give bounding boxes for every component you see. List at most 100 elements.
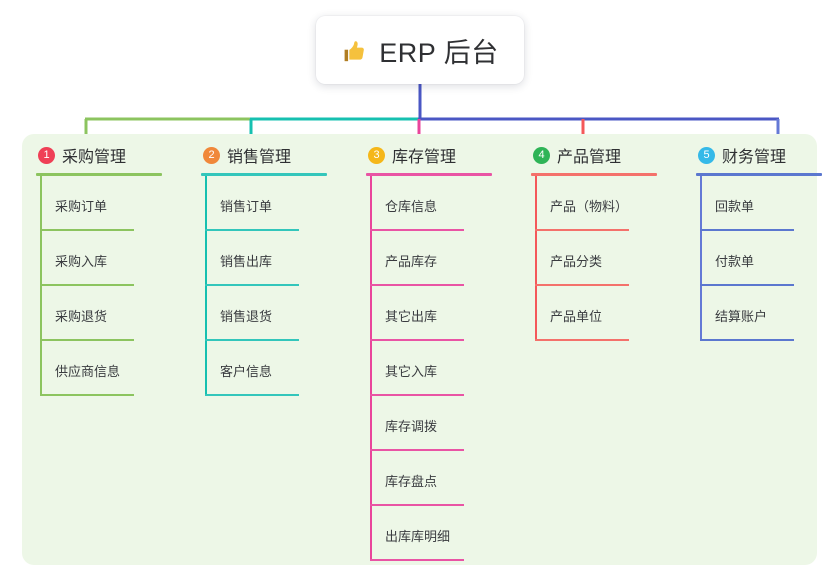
column-1: 1 采购管理采购订单采购入库采购退货供应商信息 [22,134,172,396]
column-spine-3 [370,176,372,561]
list-item-underline [40,229,134,231]
list-item-underline [205,339,299,341]
list-item-label: 付款单 [715,254,755,269]
column-spine-5 [700,176,702,341]
column-badge-5: 5 [698,146,715,164]
column-badge-2: 2 [203,146,220,164]
list-item-label: 库存盘点 [385,474,438,489]
list-item[interactable]: 销售退货 [187,286,337,341]
column-underline-1 [36,173,162,176]
list-item[interactable]: 客户信息 [187,341,337,396]
list-item-underline [535,229,629,231]
list-item-label: 供应商信息 [55,364,121,379]
column-4: 4 产品管理产品（物料） 产品分类产品单位 [517,134,667,341]
root-title: ERP 后台 [379,37,499,68]
list-item[interactable]: 采购订单 [22,176,172,231]
list-item-label: 销售退货 [220,309,273,324]
column-title-1: 采购管理 [62,149,127,166]
list-item-label: 销售出库 [220,254,273,269]
list-item-underline [535,284,629,286]
column-header-3[interactable]: 3 库存管理 [352,134,502,176]
list-item[interactable]: 产品单位 [517,286,667,341]
column-header-1[interactable]: 1 采购管理 [22,134,172,176]
list-item[interactable]: 供应商信息 [22,341,172,396]
column-items-1: 采购订单采购入库采购退货供应商信息 [22,176,172,396]
list-item[interactable]: 结算账户 [682,286,832,341]
column-title-5: 财务管理 [722,149,787,166]
list-item-underline [40,284,134,286]
column-title-4: 产品管理 [557,149,622,166]
column-underline-3 [366,173,492,176]
column-header-4[interactable]: 4 产品管理 [517,134,667,176]
list-item-label: 出库库明细 [385,529,451,544]
column-badge-1: 1 [38,146,55,164]
list-item-underline [370,229,464,231]
column-badge-4: 4 [533,146,550,164]
list-item[interactable]: 产品分类 [517,231,667,286]
list-item-underline [700,284,794,286]
column-items-2: 销售订单销售出库销售退货客户信息 [187,176,337,396]
list-item-underline [370,504,464,506]
column-2: 2 销售管理销售订单销售出库销售退货客户信息 [187,134,337,396]
list-item[interactable]: 付款单 [682,231,832,286]
list-item-label: 产品单位 [550,309,603,324]
list-item[interactable]: 出库库明细 [352,506,502,561]
list-item-label: 产品分类 [550,254,603,269]
column-spine-4 [535,176,537,341]
list-item-label: 结算账户 [715,309,768,324]
list-item[interactable]: 采购入库 [22,231,172,286]
list-item-underline [370,394,464,396]
list-item[interactable]: 产品（物料） [517,176,667,231]
column-title-2: 销售管理 [227,149,292,166]
list-item-underline [700,339,794,341]
list-item-underline [205,229,299,231]
column-header-2[interactable]: 2 销售管理 [187,134,337,176]
list-item[interactable]: 销售出库 [187,231,337,286]
list-item-label: 回款单 [715,199,755,214]
column-items-5: 回款单付款单结算账户 [682,176,832,341]
list-item[interactable]: 库存调拨 [352,396,502,451]
list-item[interactable]: 采购退货 [22,286,172,341]
list-item-underline [370,449,464,451]
list-item-underline [40,394,134,396]
column-header-5[interactable]: 5 财务管理 [682,134,832,176]
column-spine-2 [205,176,207,396]
list-item-underline [40,339,134,341]
list-item-underline [535,339,629,341]
list-item-label: 产品库存 [385,254,438,269]
list-item[interactable]: 回款单 [682,176,832,231]
column-title-3: 库存管理 [392,149,457,166]
root-node[interactable]: ERP 后台 [316,16,524,84]
column-badge-3: 3 [368,146,385,164]
list-item[interactable]: 库存盘点 [352,451,502,506]
list-item-label: 其它入库 [385,364,438,379]
list-item-label: 采购入库 [55,254,108,269]
list-item-label: 销售订单 [220,199,273,214]
column-3: 3 库存管理仓库信息产品库存其它出库其它入库库存调拨库存盘点出库库明细 [352,134,502,561]
list-item[interactable]: 仓库信息 [352,176,502,231]
list-item-label: 客户信息 [220,364,273,379]
list-item-label: 仓库信息 [385,199,438,214]
list-item-label: 其它出库 [385,309,438,324]
list-item[interactable]: 产品库存 [352,231,502,286]
column-underline-4 [531,173,657,176]
list-item-label: 采购订单 [55,199,108,214]
list-item-underline [370,339,464,341]
list-item[interactable]: 销售订单 [187,176,337,231]
column-5: 5 财务管理回款单付款单结算账户 [682,134,832,341]
column-underline-5 [696,173,822,176]
list-item-underline [205,394,299,396]
list-item-underline [700,229,794,231]
list-item-underline [370,559,464,561]
list-item[interactable]: 其它入库 [352,341,502,396]
list-item[interactable]: 其它出库 [352,286,502,341]
list-item-underline [205,284,299,286]
column-items-3: 仓库信息产品库存其它出库其它入库库存调拨库存盘点出库库明细 [352,176,502,561]
thumbs-up-icon [341,38,368,65]
list-item-underline [370,284,464,286]
column-underline-2 [201,173,327,176]
list-item-label: 产品（物料） [550,199,629,214]
column-items-4: 产品（物料） 产品分类产品单位 [517,176,667,341]
content-panel: 1 采购管理采购订单采购入库采购退货供应商信息 2 销售管理销售订单销售出库销售退货客… [22,134,822,565]
